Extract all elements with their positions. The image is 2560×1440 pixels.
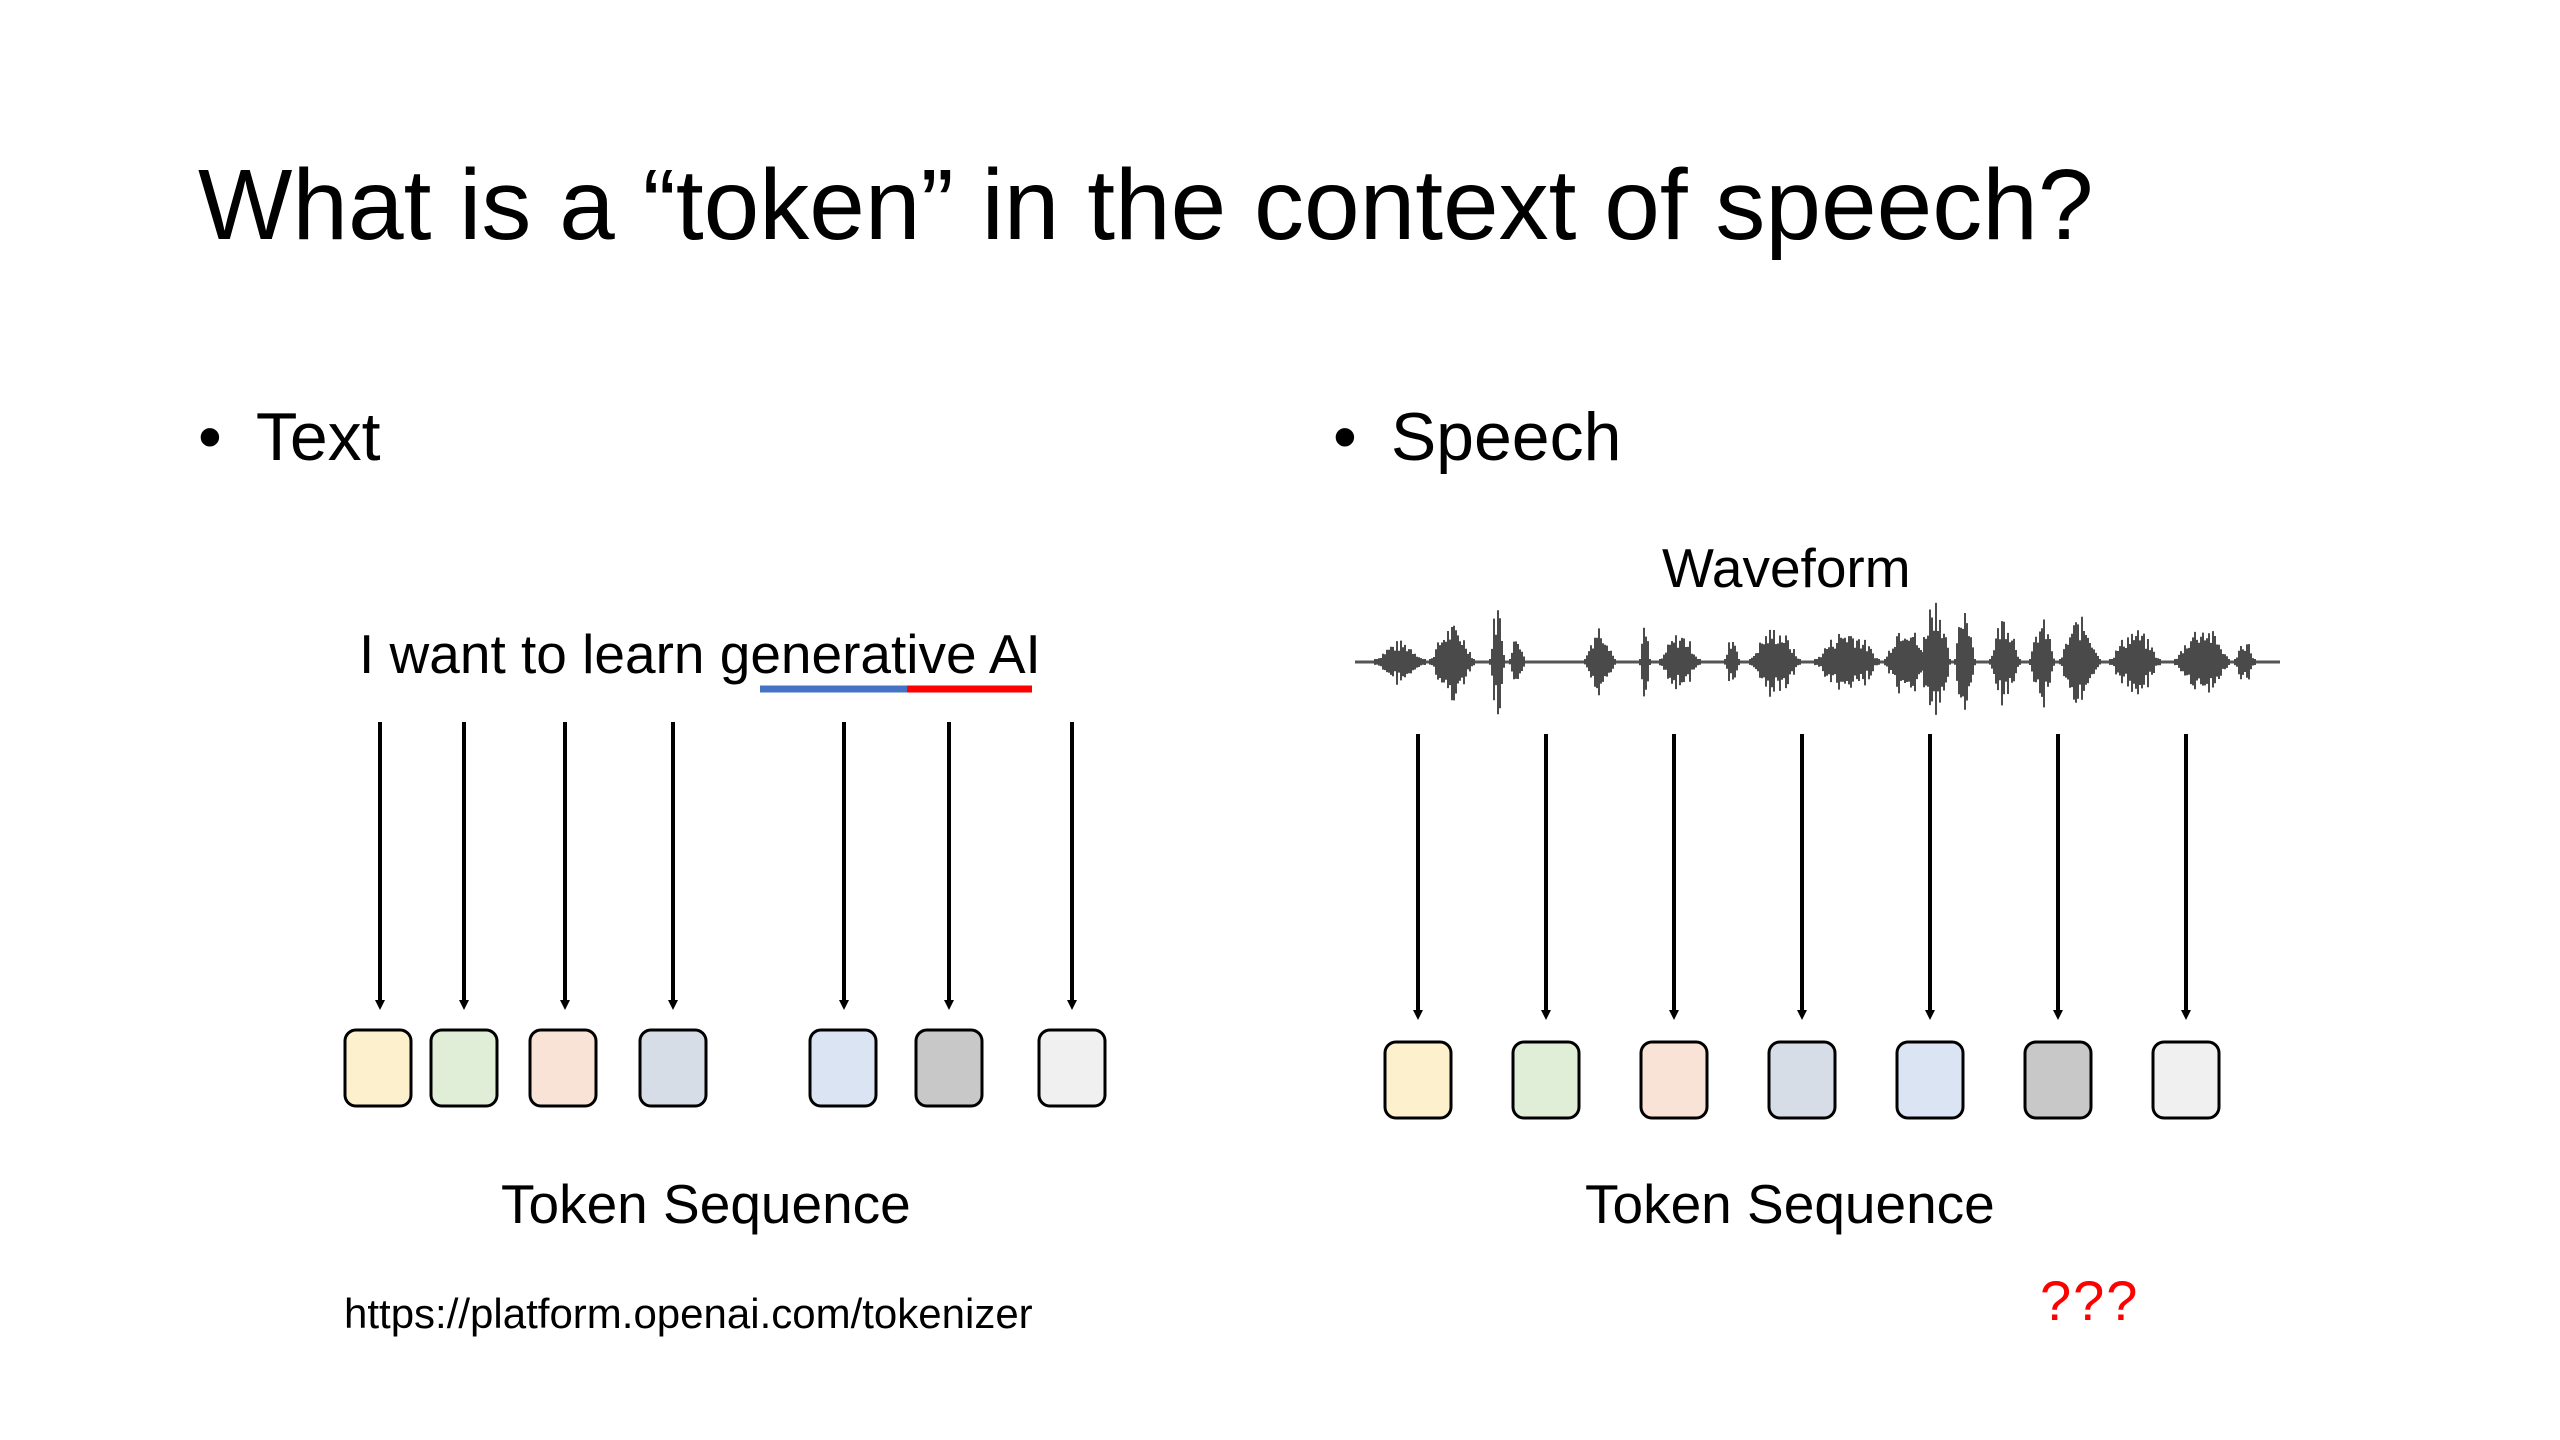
- example-sentence: I want to learn generative AI: [359, 622, 1041, 686]
- token-box: [2023, 1040, 2093, 1120]
- speech-arrows: [1413, 734, 2191, 1020]
- sentence-part-token-a: gener: [719, 623, 861, 685]
- token-box: [1511, 1040, 1581, 1120]
- sentence-part-token-b: ative: [860, 623, 977, 685]
- unknown-marks: ???: [2040, 1269, 2140, 1332]
- left-caption: Token Sequence: [501, 1173, 911, 1235]
- token-box: [528, 1028, 598, 1108]
- sentence-part: AI: [976, 623, 1041, 685]
- sentence-part: I want to learn: [359, 623, 720, 685]
- bullet-text: • Text: [198, 398, 381, 476]
- token-box: [638, 1028, 708, 1108]
- token-box: [1639, 1040, 1709, 1120]
- waveform-graphic: [1355, 602, 2280, 715]
- right-caption: Token Sequence: [1585, 1173, 1995, 1235]
- token-box: [343, 1028, 413, 1108]
- token-box: [2151, 1040, 2221, 1120]
- bullet-dot-icon: •: [198, 399, 222, 475]
- token-box: [808, 1028, 878, 1108]
- bullet-dot-icon: •: [1333, 399, 1357, 475]
- tokenizer-link[interactable]: https://platform.openai.com/tokenizer: [344, 1290, 1033, 1337]
- bullet-speech-label: Speech: [1390, 399, 1622, 475]
- text-arrows: [375, 722, 1077, 1010]
- token-box: [1037, 1028, 1107, 1108]
- token-box: [1383, 1040, 1453, 1120]
- token-box: [914, 1028, 984, 1108]
- token-box: [429, 1028, 499, 1108]
- text-token-sequence: [343, 1028, 1107, 1108]
- bullet-text-label: Text: [255, 399, 381, 475]
- token-box: [1767, 1040, 1837, 1120]
- waveform-label: Waveform: [1662, 537, 1911, 599]
- slide-title: What is a “token” in the context of spee…: [198, 149, 2094, 261]
- speech-token-sequence: [1383, 1040, 2221, 1120]
- bullet-speech: • Speech: [1333, 398, 1621, 476]
- waveform-signal: [1374, 602, 2256, 715]
- token-box: [1895, 1040, 1965, 1120]
